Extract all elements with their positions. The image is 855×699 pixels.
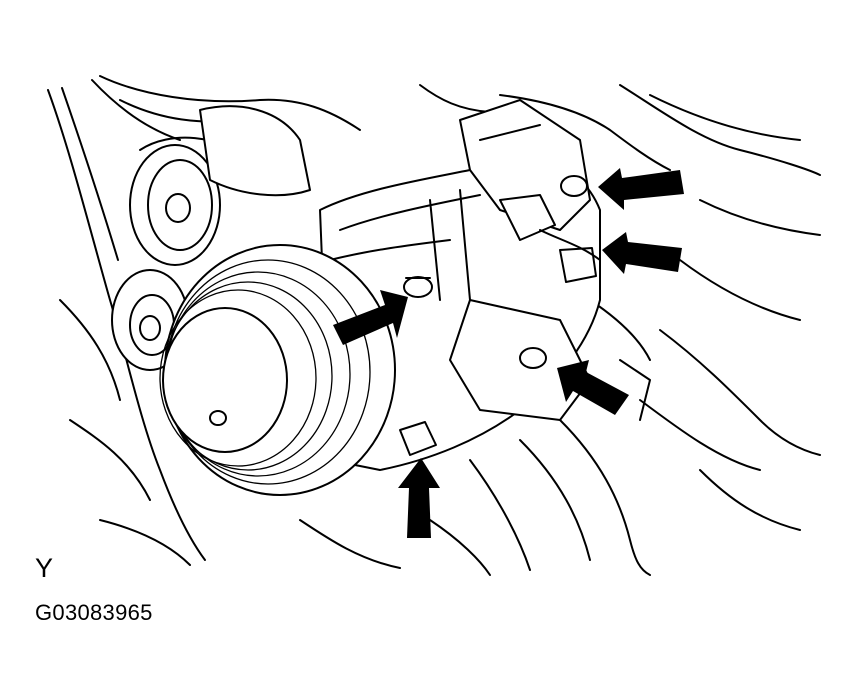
compressor-pulley [159, 244, 396, 496]
figure-code: G03083965 [35, 600, 153, 625]
compressor-upper-bolt [403, 276, 433, 298]
view-label: Y [35, 553, 54, 583]
engine-background-lines [47, 75, 821, 576]
arrow-connector [602, 232, 682, 274]
tensioner-pulley [129, 105, 311, 266]
arrow-compressor-upper-bolt [333, 290, 408, 345]
lower-bolt [399, 421, 437, 456]
rear-lower-bolt [519, 347, 547, 369]
rear-upper-bolt [560, 175, 588, 197]
wire-connector [499, 194, 601, 283]
arrow-rear-lower-bolt [557, 360, 629, 415]
arrow-lower-bolt [398, 458, 440, 538]
arrow-rear-upper-bolt [598, 168, 684, 210]
